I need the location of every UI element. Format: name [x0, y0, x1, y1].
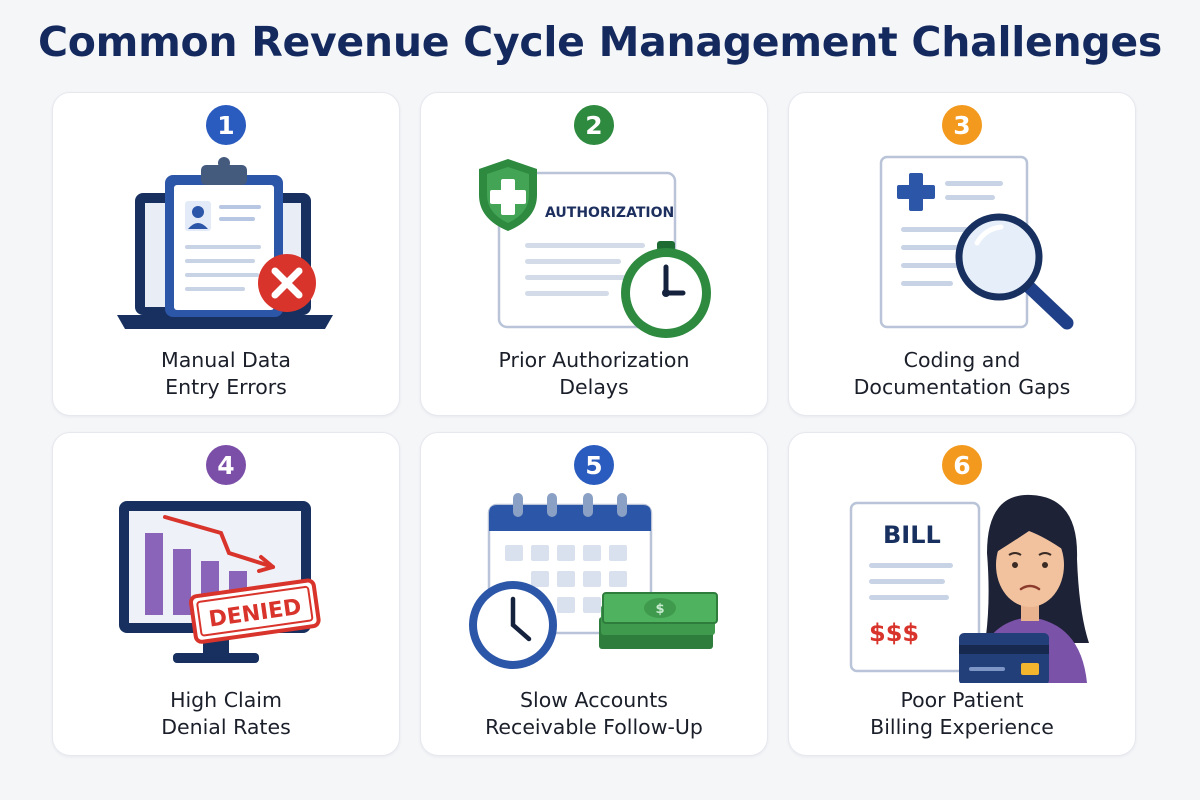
authorization-doc-title: AUTHORIZATION — [545, 205, 674, 221]
step-number-badge: 3 — [942, 105, 982, 145]
challenge-label: Slow Accounts Receivable Follow-Up — [421, 687, 767, 741]
challenge-card-coding-documentation: 3 Coding and Documentation Gaps — [788, 92, 1136, 416]
monitor-denied-chart-icon: DENIED — [119, 501, 321, 663]
step-number-badge: 4 — [206, 445, 246, 485]
calendar-clock-cash-icon: $ — [469, 493, 718, 669]
challenge-label-line: Slow Accounts — [520, 688, 668, 712]
challenge-label: Manual Data Entry Errors — [53, 347, 399, 401]
challenge-label-line: Poor Patient — [900, 688, 1024, 712]
document-magnifier-icon — [879, 155, 1074, 330]
laptop-clipboard-error-icon — [117, 157, 333, 329]
challenge-label-line: Billing Experience — [870, 715, 1054, 739]
challenge-label-line: High Claim — [170, 688, 282, 712]
step-number-badge: 2 — [574, 105, 614, 145]
bill-amount: $$$ — [869, 619, 919, 647]
page-title: Common Revenue Cycle Management Challeng… — [37, 18, 1163, 66]
bill-title: BILL — [883, 521, 941, 549]
challenge-label-line: Manual Data — [161, 348, 291, 372]
challenge-card-accounts-receivable: 5 $ Slow Accounts Re — [420, 432, 768, 756]
challenge-card-prior-authorization: 2 AUTHORIZATION Prior Authorization Dela… — [420, 92, 768, 416]
bill-worried-patient-icon: BILL $$$ — [849, 494, 1089, 683]
challenge-label: Poor Patient Billing Experience — [789, 687, 1135, 741]
challenge-label-line: Delays — [559, 375, 629, 399]
challenge-label-line: Prior Authorization — [498, 348, 690, 372]
challenge-label-line: Documentation Gaps — [853, 375, 1071, 399]
challenge-label-line: Denial Rates — [161, 715, 291, 739]
challenge-card-manual-data-entry: 1 Manual Data Entry Errors — [52, 92, 400, 416]
challenge-label-line: Entry Errors — [165, 375, 287, 399]
step-number-badge: 6 — [942, 445, 982, 485]
challenge-card-claim-denial: 4 DENIED High Claim Denial Rates — [52, 432, 400, 756]
challenge-label: High Claim Denial Rates — [53, 687, 399, 741]
challenge-label-line: Receivable Follow-Up — [485, 715, 703, 739]
step-number-badge: 1 — [206, 105, 246, 145]
challenge-label-line: Coding and — [903, 348, 1021, 372]
svg-text:$: $ — [655, 602, 664, 617]
challenge-card-patient-billing: 6 BILL $$$ Poor Patient Billing Experien… — [788, 432, 1136, 756]
challenge-label: Coding and Documentation Gaps — [789, 347, 1135, 401]
authorization-stopwatch-icon: AUTHORIZATION — [479, 159, 711, 338]
challenge-label: Prior Authorization Delays — [421, 347, 767, 401]
step-number-badge: 5 — [574, 445, 614, 485]
